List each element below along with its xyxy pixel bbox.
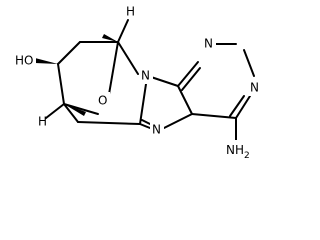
bond [45, 103, 65, 119]
bond [77, 121, 141, 125]
bond [63, 103, 99, 115]
ring-nitrogen-label: N [152, 123, 161, 137]
bond [57, 41, 81, 65]
bond [107, 41, 119, 101]
amine-label: NH2 [226, 143, 250, 161]
wedge-bond [102, 34, 118, 42]
bridgehead-h-label: H [38, 115, 47, 129]
bridgehead-h-label: H [126, 5, 135, 19]
bond [139, 83, 147, 125]
ring-nitrogen-label: N [250, 81, 259, 95]
bridge-oxygen-label: O [98, 94, 107, 108]
structure-canvas: HO O H H N N N N NH2 [15, 4, 259, 161]
bond [191, 113, 237, 119]
bond [243, 49, 255, 77]
molecule-structure: HO O H H N N N N NH2 [15, 4, 259, 161]
bond [117, 41, 139, 75]
bond [57, 63, 65, 105]
bond [117, 19, 129, 43]
bond [177, 61, 199, 87]
wedge-bond [64, 104, 86, 116]
amine-subscript: 2 [244, 151, 250, 161]
bond [163, 113, 193, 129]
bond [63, 103, 79, 123]
amine-main: NH [226, 143, 244, 157]
wedge-bond [35, 58, 58, 64]
ring-nitrogen-label: N [141, 69, 150, 83]
bond [181, 67, 201, 91]
bond [141, 119, 151, 125]
bond [177, 85, 193, 115]
bond [235, 95, 251, 119]
bond [229, 95, 245, 117]
bond [139, 123, 151, 129]
hydroxyl-label: HO [15, 54, 33, 68]
ring-nitrogen-label: N [204, 37, 213, 51]
